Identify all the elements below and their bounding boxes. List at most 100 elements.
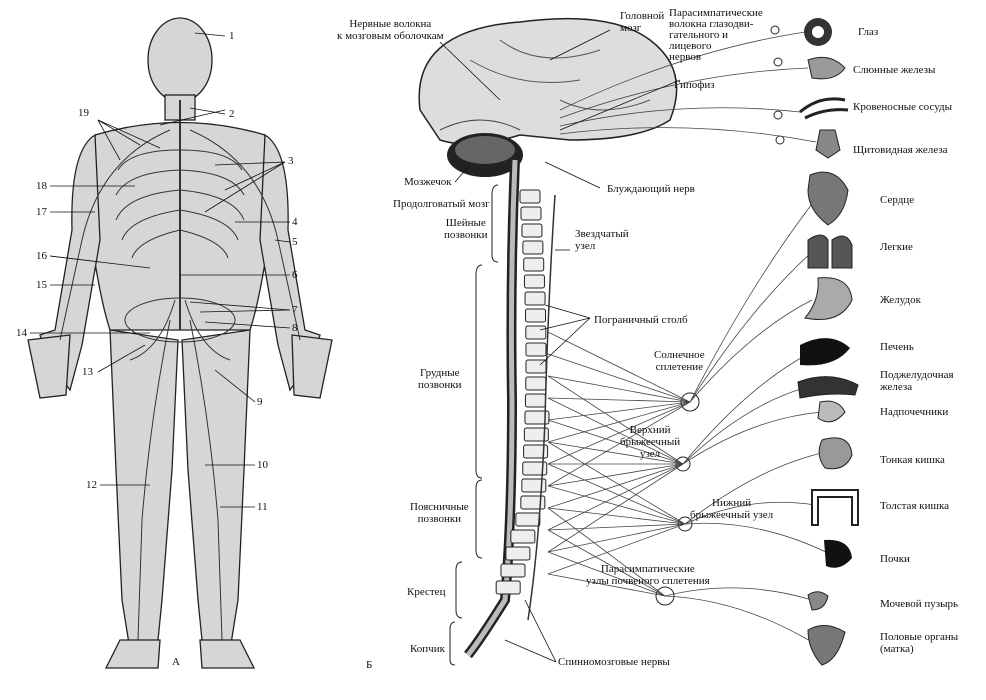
label-num-10: 10 [257,459,268,471]
nerve-fiber [682,354,807,465]
label-num-13: 13 [82,366,93,378]
label-cervical: Шейные позвонки [444,217,488,241]
nerve-fiber [682,387,805,465]
adrenal-illustration [817,400,846,423]
nerve-fiber [547,397,684,465]
nerve-fiber [547,507,686,525]
label-num-4: 4 [292,216,298,228]
vertebra [521,478,547,493]
label-parasympathetic-nodes: Парасимпатические узлы почвеного сплетен… [586,563,710,587]
label-spinal-nerves: Спинномозговые нервы [558,656,670,668]
nerve-fiber [547,463,684,553]
nerve-fiber [547,523,686,575]
label-small-intestine: Тонкая кишка [880,454,945,466]
label-thoracic: Грудные позвонки [418,367,462,391]
human-body-figure [27,17,333,669]
label-brain: Головной мозг [620,10,665,34]
nerve-fiber [547,485,686,525]
small-intestine-illustration [818,437,853,470]
vertebra [519,189,541,204]
nerve-fiber [559,107,801,127]
vertebra [523,444,549,459]
nerve-fiber [689,251,813,403]
nerve-fiber [547,523,686,553]
vertebra [522,461,548,476]
label-vagus: Блуждающий нерв [607,183,695,195]
label-num-16: 16 [36,250,47,262]
label-num-19: 19 [78,107,89,119]
vertebra [505,546,531,561]
vertebra [524,410,550,425]
vertebral-brackets [449,184,499,666]
nerve-fiber [547,523,686,531]
vertebra [521,223,543,238]
vertebra [500,563,526,578]
panel-b-caption: Б [366,659,373,671]
label-adrenal: Надпочечники [880,406,949,418]
label-salivary: Слюнные железы [853,64,936,76]
nerve-fiber [559,31,806,111]
nerve-fiber [547,401,691,443]
nerve-fiber [547,529,666,597]
vertebra [510,529,536,544]
label-lumbar: Поясничные позвонки [410,501,469,525]
label-kidneys: Почки [880,553,910,565]
nerve-fiber [547,331,691,403]
label-solar-plexus: Солнечное сплетение [654,349,705,373]
label-num-8: 8 [292,322,298,334]
label-lungs: Легкие [880,241,913,253]
nerve-fiber [547,573,666,597]
nerve-fiber [684,451,827,525]
label-num-6: 6 [292,269,298,281]
sympathetic-chain [527,194,556,621]
nerve-fiber [684,501,816,525]
uterus-illustration [807,625,846,666]
label-num-3: 3 [288,155,294,167]
nerve-fiber [682,411,823,465]
label-thyroid: Щитовидная железа [853,144,948,156]
label-liver: Печень [880,341,914,353]
nerve-fiber [547,401,691,487]
label-num-18: 18 [36,180,47,192]
label-num-1: 1 [229,30,235,42]
nerve-fiber [689,199,816,403]
nerve-fiber [547,375,684,465]
stomach-illustration [804,277,853,320]
nerve-fiber [547,463,686,525]
vertebra [495,580,521,595]
label-num-15: 15 [36,279,47,291]
large-intestine-illustration [811,489,859,526]
leader-lines-a [30,32,291,508]
label-cerebellum: Мозжечок [404,176,452,188]
nerve-fiber [547,401,691,421]
vertebra [525,376,547,391]
vertebra [524,291,546,306]
vertebrae [495,189,550,595]
vertebra [523,427,549,442]
label-num-9: 9 [257,396,263,408]
lungs-illustration [807,234,853,269]
nerve-fiber [547,441,686,525]
nerve-fiber [689,299,813,403]
nerve-fiber [664,587,813,601]
label-large-intestine: Толстая кишка [880,500,950,512]
spinal-column [464,159,520,659]
label-pituitary: Гипофиз [674,79,715,91]
label-num-14: 14 [16,327,27,339]
vertebra [525,342,547,357]
label-num-2: 2 [229,108,235,120]
leader-lines-b [439,29,681,663]
label-nerve-fibers-meninges: Нервные волокна к мозговым оболочкам [337,18,444,42]
vertebra [524,393,546,408]
pancreas-illustration [797,376,859,399]
nerve-fiber [559,67,809,119]
label-eye: Глаз [858,26,879,38]
nerve-fiber [547,463,684,487]
label-num-11: 11 [257,501,268,513]
liver-illustration [800,338,850,366]
label-stomach: Желудок [880,294,921,306]
label-bladder: Мочевой пузырь [880,598,959,610]
vertebra [520,495,546,510]
